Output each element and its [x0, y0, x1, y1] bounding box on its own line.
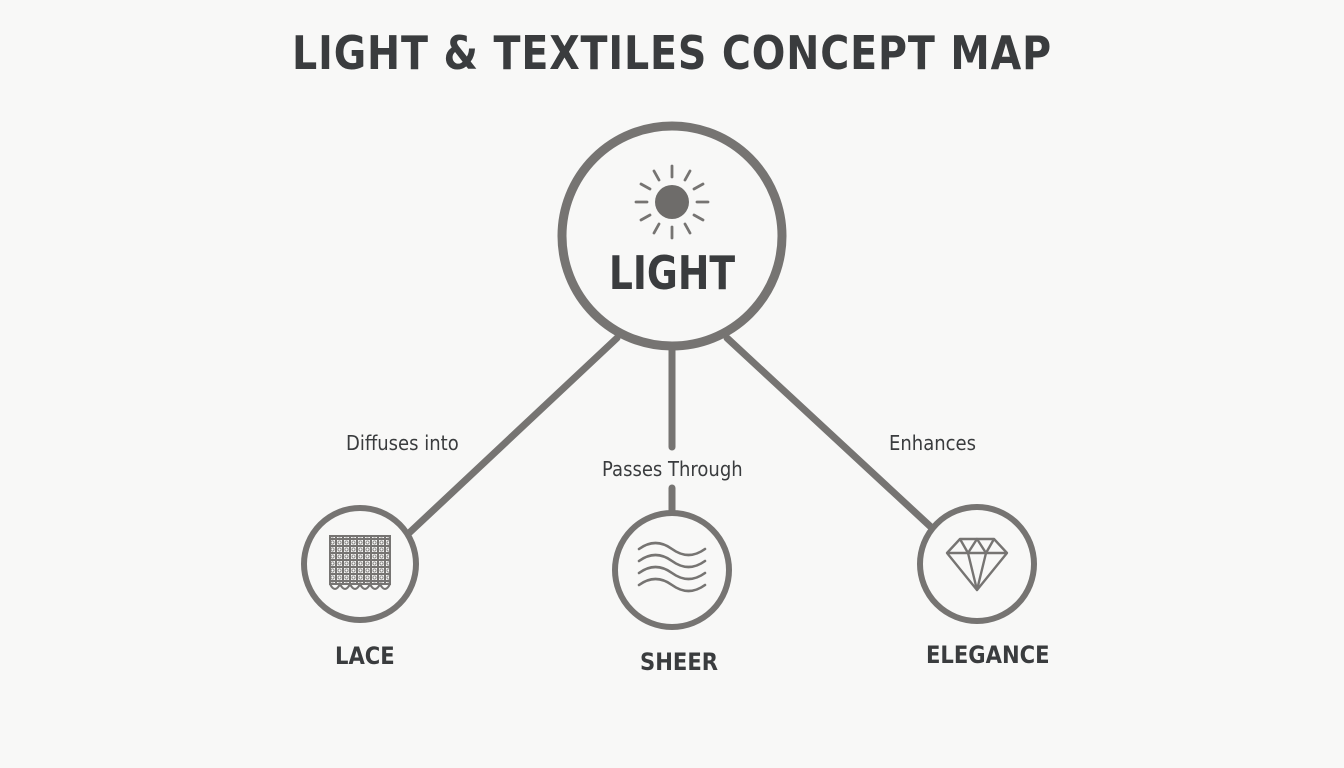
edge-label-diffuses-into: Diffuses into — [346, 431, 459, 455]
diamond-icon — [945, 537, 1009, 592]
edges — [404, 334, 936, 538]
node-label-lace: LACE — [335, 642, 395, 670]
center-node — [557, 121, 787, 351]
edge-label-enhances: Enhances — [889, 431, 976, 455]
edge-label-passes-through: Passes Through — [602, 457, 743, 481]
lace-icon — [329, 535, 391, 590]
waves-icon — [637, 541, 707, 593]
node-label-sheer: SHEER — [640, 648, 719, 676]
node-label-elegance: ELEGANCE — [926, 641, 1050, 669]
center-node-label: LIGHT — [608, 246, 736, 300]
elegance-node-ring — [917, 504, 1037, 624]
sheer-node — [612, 510, 732, 630]
sun-icon — [634, 164, 710, 240]
elegance-node — [917, 504, 1037, 624]
edge-light-elegance — [723, 334, 936, 532]
lace-node — [301, 505, 419, 623]
sheer-node-ring — [612, 510, 732, 630]
page-title: LIGHT & TEXTILES CONCEPT MAP — [292, 26, 1052, 80]
edge-light-lace — [404, 334, 621, 538]
